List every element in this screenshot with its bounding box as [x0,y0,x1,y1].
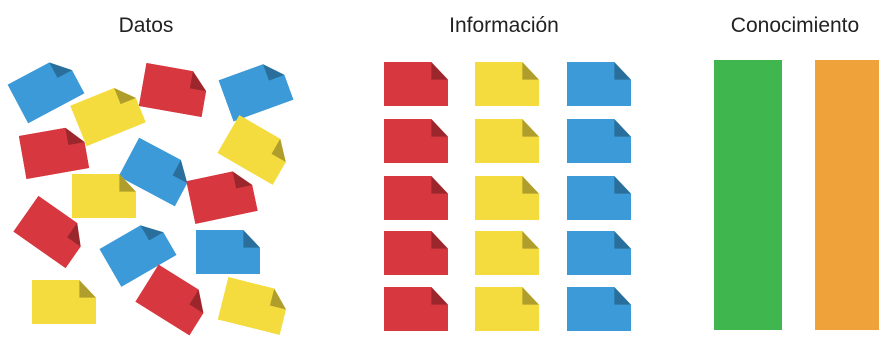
document-icon [139,63,210,117]
document-icon [218,277,291,335]
document-icon [135,264,213,335]
document-icon [218,58,293,121]
document-icon [186,168,258,224]
document-icon [384,287,448,331]
document-icon [475,62,539,106]
document-icon [475,287,539,331]
title-datos: Datos [118,14,174,37]
document-icon [475,231,539,275]
document-icon [475,176,539,220]
document-icon [475,119,539,163]
title-informacion: Información [449,14,559,37]
document-icon [567,176,631,220]
document-icon [567,287,631,331]
document-icon [7,55,84,124]
document-icon [384,62,448,106]
title-conocimiento: Conocimiento [730,14,860,37]
conocimiento-green-bar [714,60,782,330]
document-icon [567,119,631,163]
document-icon [567,62,631,106]
document-icon [567,231,631,275]
document-icon [19,125,90,179]
conocimiento-orange-bar [815,60,879,330]
document-icon [384,231,448,275]
document-icon [32,280,96,324]
document-icon [196,230,260,274]
document-icon [384,176,448,220]
document-icon [384,119,448,163]
